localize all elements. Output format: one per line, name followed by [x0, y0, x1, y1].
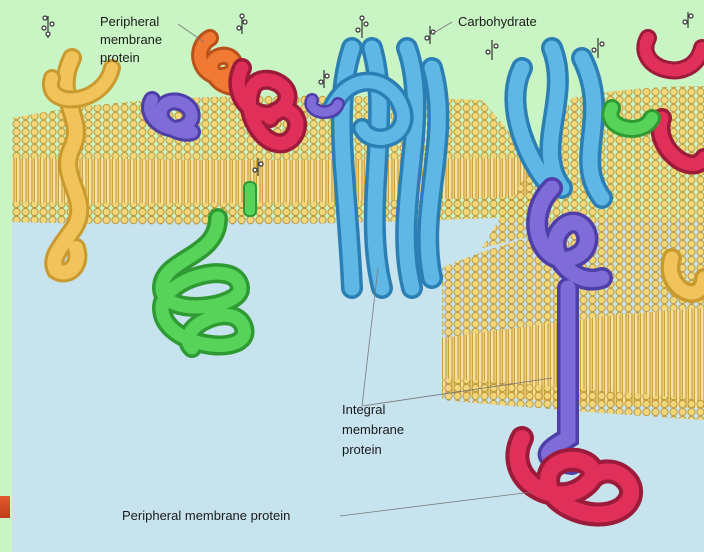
label-peripheral-top: Peripheral membrane protein — [100, 14, 166, 65]
green-anchor-stub — [244, 182, 256, 216]
label-carbohydrate: Carbohydrate — [458, 14, 537, 29]
label-peripheral-bottom: Peripheral membrane protein — [122, 508, 290, 523]
fluid-mosaic-illustration: Peripheral membrane protein Carbohydrate… — [12, 8, 704, 552]
corner-badge — [0, 496, 10, 518]
